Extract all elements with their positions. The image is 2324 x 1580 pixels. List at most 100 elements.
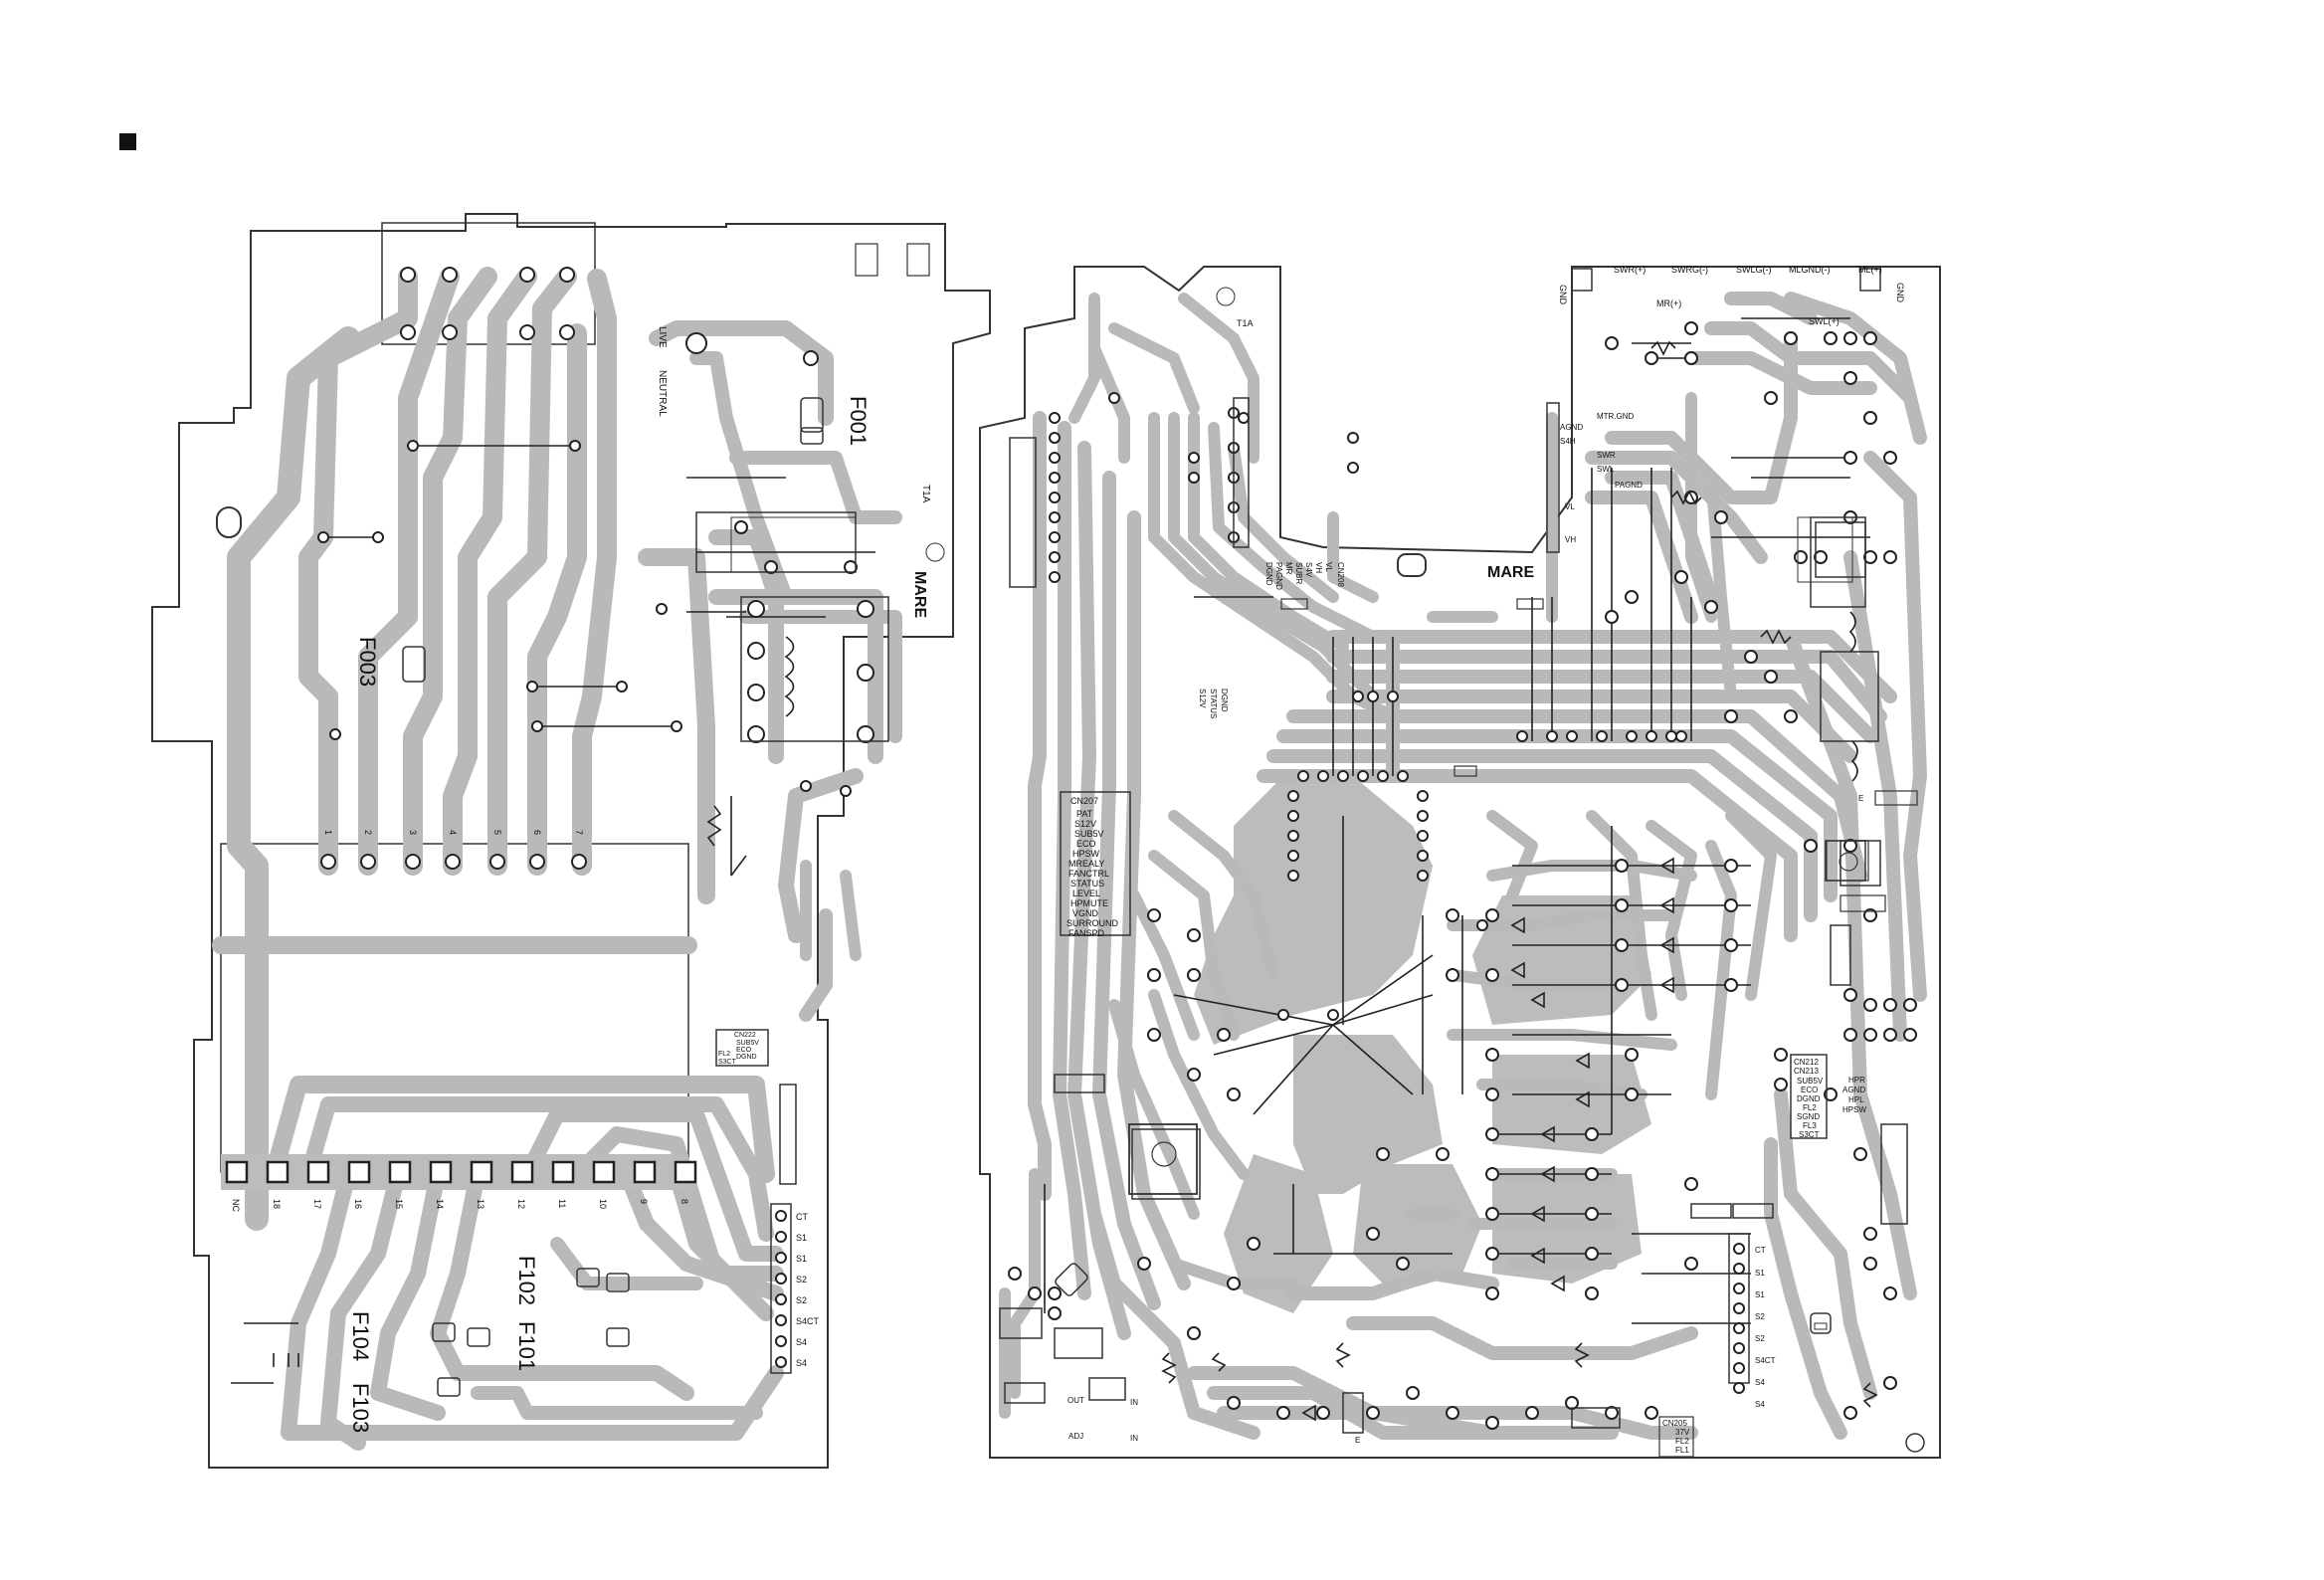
- right-connector-pads: [1733, 1243, 1745, 1394]
- fuse-f001-label: F001: [846, 396, 871, 446]
- top-label-swlg-minus: SWLG(-): [1736, 265, 1772, 275]
- cn207-label-3: SUB5V: [1074, 829, 1104, 839]
- cn212-label-7: FL3: [1803, 1121, 1817, 1130]
- left-wires: [231, 445, 875, 1384]
- cn205-label-0: CN205: [1662, 1419, 1687, 1428]
- top-label-ml-plus: ML(+): [1858, 265, 1882, 275]
- left-bottom-pin-15: 15: [394, 1199, 404, 1209]
- cn208-label-2: VH: [1314, 562, 1323, 573]
- right-conn-ct: CT: [1755, 1246, 1766, 1255]
- cn207-label-0: CN207: [1070, 796, 1098, 806]
- left-bottom-pin-nc: NC: [231, 1199, 241, 1212]
- cn207-label-10: HPMUTE: [1070, 898, 1108, 908]
- left-cn222-3: DGND: [736, 1054, 757, 1061]
- left-conn-s2b: S2: [796, 1295, 807, 1305]
- top-label-swl-plus: SWL(+): [1809, 316, 1840, 326]
- cn208-label-5: MR: [1284, 562, 1293, 575]
- mid-right-mtr-gnd: MTR.GND: [1597, 412, 1635, 421]
- right-conn-s1b: S1: [1755, 1290, 1765, 1299]
- cn205-label-1: 37V: [1675, 1428, 1690, 1437]
- cn212-block: CN212 CN213 SUB5V ECO DGND FL2 SGND FL3 …: [1790, 1054, 1828, 1139]
- cn212-label-0: CN212: [1794, 1058, 1819, 1067]
- fuse-f003-label: F003: [355, 637, 380, 687]
- left-connector-pads: [775, 1210, 787, 1368]
- status-block-label-2: S12V: [1198, 689, 1207, 708]
- cn205-label-2: FL2: [1675, 1437, 1689, 1446]
- left-logo-label: T1A: [920, 485, 931, 503]
- small-label-in1: IN: [1130, 1398, 1138, 1407]
- cn207-label-5: HPSW: [1072, 849, 1100, 859]
- cn205-block: CN205 37V FL2 FL1: [1658, 1416, 1694, 1458]
- status-block-label-0: DGND: [1220, 689, 1229, 712]
- right-diodes: [1301, 857, 1674, 1422]
- status-block-label-1: STATUS: [1209, 689, 1218, 718]
- cn208-label-4: SUBR: [1294, 562, 1303, 584]
- cn207-label-9: LEVEL: [1072, 889, 1100, 898]
- cn207-label-6: MREALY: [1068, 859, 1104, 869]
- left-bottom-pin-16: 16: [353, 1199, 363, 1209]
- mid-right-vh: VH: [1565, 535, 1576, 544]
- cn207-label-4: ECO: [1076, 839, 1096, 849]
- top-label-mr-plus: MR(+): [1656, 298, 1681, 308]
- cn207-label-7: FANCTRL: [1068, 869, 1109, 879]
- small-label-e1: E: [1355, 1436, 1360, 1445]
- left-top-pin-5: 5: [492, 830, 502, 835]
- right-conn-s2a: S2: [1755, 1312, 1765, 1321]
- small-label-out: OUT: [1067, 1396, 1084, 1405]
- right-logo-label: T1A: [1237, 318, 1254, 328]
- left-conn-s1a: S1: [796, 1233, 807, 1243]
- small-label-in2: IN: [1130, 1434, 1138, 1443]
- right-conn-s4b: S4: [1755, 1400, 1765, 1409]
- right-conn-s1a: S1: [1755, 1269, 1765, 1278]
- cn208-label-7: DGND: [1264, 562, 1273, 586]
- cn207-label-1: PAT: [1076, 809, 1093, 819]
- left-relay-pads: [317, 267, 874, 797]
- right-conn-s4a: S4: [1755, 1378, 1765, 1387]
- cn212-label-5: FL2: [1803, 1103, 1817, 1112]
- right-conn-s2b: S2: [1755, 1334, 1765, 1343]
- right-board: [979, 266, 1941, 1459]
- left-bottom-pin-11: 11: [557, 1199, 567, 1208]
- left-bottom-pin-10: 10: [598, 1199, 608, 1209]
- cn207-label-8: STATUS: [1070, 879, 1104, 889]
- neutral-label: NEUTRAL: [657, 370, 668, 417]
- left-bottom-pin-8: 8: [679, 1199, 689, 1204]
- left-cn222-1: SUB5V: [736, 1040, 759, 1047]
- cn212-label-2: SUB5V: [1797, 1077, 1824, 1086]
- small-label-adj: ADJ: [1068, 1432, 1083, 1441]
- left-cn222-4: FL2: [718, 1051, 730, 1058]
- top-label-gnd-left: GND: [1558, 285, 1568, 305]
- left-bottom-pin-17: 17: [312, 1199, 322, 1209]
- left-conn-s1b: S1: [796, 1254, 807, 1264]
- hp-label-3: HPSW: [1842, 1105, 1866, 1114]
- left-bottom-pin-14: 14: [435, 1199, 445, 1209]
- left-top-pins: [320, 854, 587, 870]
- cn207-label-2: S12V: [1074, 819, 1096, 829]
- cn208-label-1: VL: [1324, 562, 1333, 572]
- cn212-label-6: SGND: [1797, 1112, 1820, 1121]
- fuse-f102-label: F102: [514, 1256, 539, 1305]
- status-block: DGND STATUS S12V: [1198, 689, 1229, 718]
- mid-right-vl: VL: [1565, 502, 1575, 511]
- left-board-labels: LIVE NEUTRAL F001 F003 F102 F101 F104 F1…: [231, 326, 931, 1433]
- left-conn-s4b: S4: [796, 1358, 807, 1368]
- cn212-label-4: DGND: [1797, 1094, 1821, 1103]
- section-marker-icon: [119, 133, 136, 150]
- cn207-label-12: SURROUND: [1066, 918, 1119, 928]
- mid-right-swl: SWL: [1597, 465, 1615, 474]
- top-label-gnd-right: GND: [1895, 283, 1905, 303]
- right-conn-s4ct: S4CT: [1755, 1356, 1776, 1365]
- left-bottom-pin-18: 18: [272, 1199, 282, 1209]
- cn208-label-3: S4V: [1304, 562, 1313, 578]
- left-brand-label: MARE: [911, 571, 928, 618]
- mid-right-pagnd: PAGND: [1615, 481, 1643, 490]
- left-conn-ct: CT: [796, 1212, 808, 1222]
- cn208-label-6: PAGND: [1274, 562, 1283, 590]
- left-conn-s2a: S2: [796, 1275, 807, 1284]
- cn208-block: CN208 VL VH S4V SUBR MR PAGND DGND: [1264, 562, 1345, 590]
- cn205-label-3: FL1: [1675, 1446, 1689, 1455]
- fuse-f103-label: F103: [348, 1383, 373, 1433]
- cn212-label-8: S3CT: [1799, 1130, 1820, 1139]
- left-board: [151, 213, 991, 1469]
